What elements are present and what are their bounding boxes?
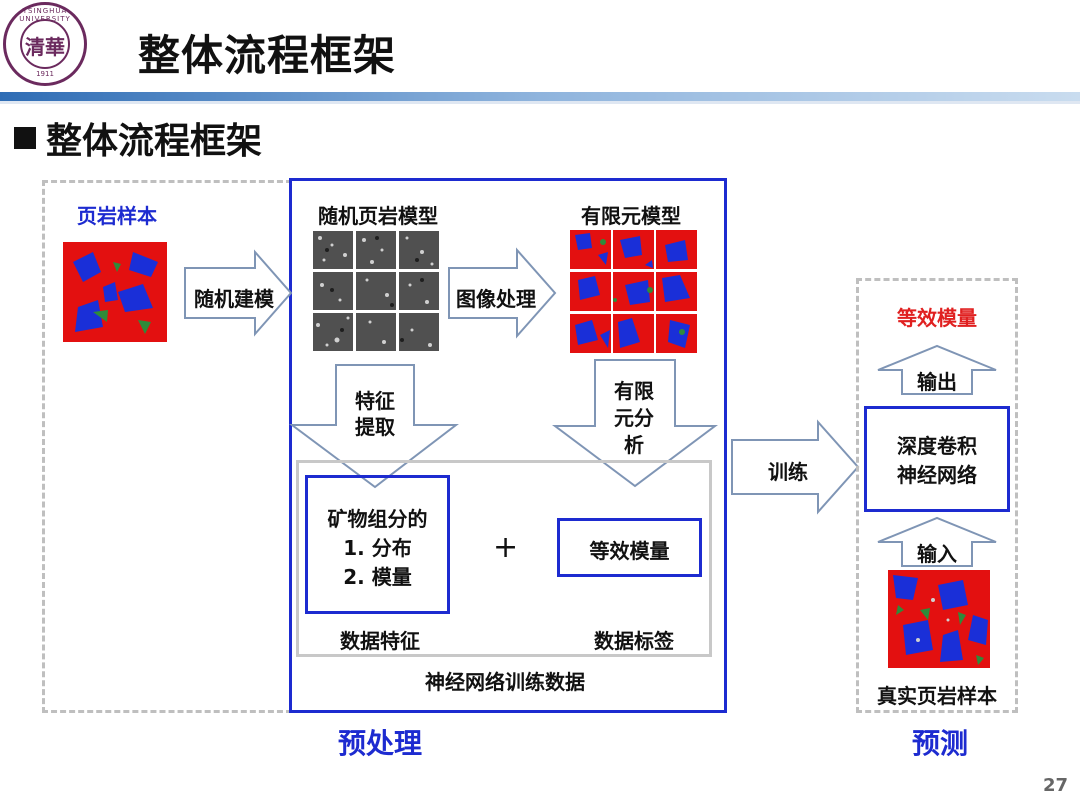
header-divider — [0, 92, 1080, 101]
logo-seal: 清華 — [20, 19, 70, 69]
training-arrow-icon — [731, 419, 860, 515]
feature-extraction-line2: 提取 — [355, 415, 395, 439]
fea-line2: 元分 — [614, 406, 654, 430]
cnn-line1: 深度卷积 — [897, 434, 977, 458]
input-arrow-label: 输入 — [917, 542, 957, 566]
training-caption: 神经网络训练数据 — [425, 670, 585, 694]
section-heading-text: 整体流程框架 — [46, 121, 263, 162]
preprocess-frame — [289, 178, 727, 713]
feature-caption: 数据特征 — [340, 629, 420, 653]
sample-label: 页岩样本 — [77, 204, 157, 228]
fea-line3: 析 — [624, 433, 644, 457]
feature-extraction-line1: 特征 — [355, 389, 395, 413]
feature-box-line2: 1. 分布 — [343, 536, 412, 560]
prediction-panel — [856, 278, 1018, 713]
random-modeling-label: 随机建模 — [194, 287, 274, 311]
random-model-tiles — [312, 230, 440, 352]
bullet-square-icon — [14, 127, 36, 149]
section-heading: 整体流程框架 — [14, 112, 262, 164]
feature-extraction-arrow-icon — [288, 364, 459, 489]
shale-sample-image — [63, 242, 167, 342]
preprocess-caption: 预处理 — [337, 727, 422, 760]
real-sample-label: 真实页岩样本 — [877, 684, 997, 708]
fem-model-grid — [570, 230, 697, 353]
real-shale-sample-image — [888, 570, 990, 668]
real-shale-texture — [893, 575, 988, 665]
feature-extraction-label: 特征 提取 — [334, 388, 416, 440]
shale-sample-texture — [73, 252, 158, 334]
random-model-grid — [312, 230, 440, 352]
label-box — [557, 518, 702, 577]
output-arrow-icon — [877, 344, 997, 395]
page-number: 27 — [1042, 775, 1068, 796]
cnn-box-text: 深度卷积 神经网络 — [864, 432, 1010, 490]
fea-label: 有限 元分 析 — [594, 378, 674, 459]
fem-model-tiles — [570, 230, 697, 353]
random-model-label: 随机页岩模型 — [318, 204, 438, 228]
label-box-text: 等效模量 — [589, 539, 670, 563]
output-arrow-label: 输出 — [917, 370, 957, 394]
fea-line1: 有限 — [614, 379, 654, 403]
random-modeling-arrow-icon — [184, 249, 293, 337]
plus-sign: + — [493, 530, 519, 565]
header-divider-light — [0, 101, 1080, 104]
training-label: 训练 — [768, 460, 808, 484]
label-caption: 数据标签 — [594, 629, 674, 653]
fem-model-label: 有限元模型 — [581, 204, 681, 228]
prediction-caption: 预测 — [911, 727, 968, 760]
fea-arrow-icon — [552, 359, 718, 488]
slide-title: 整体流程框架 — [138, 31, 397, 80]
image-processing-arrow-icon — [448, 247, 557, 339]
university-logo: TSINGHUA UNIVERSITY 清華 1911 — [3, 2, 87, 86]
input-arrow-icon — [877, 516, 997, 567]
feature-box — [305, 475, 450, 614]
cnn-line2: 神经网络 — [897, 463, 977, 487]
logo-year: 1911 — [36, 70, 54, 78]
output-modulus-label: 等效模量 — [897, 306, 977, 330]
cnn-box — [864, 406, 1010, 512]
training-data-frame — [296, 460, 712, 657]
image-processing-label: 图像处理 — [456, 287, 536, 311]
feature-box-line3: 2. 模量 — [343, 565, 412, 589]
feature-box-line1: 矿物组分的 — [327, 507, 428, 531]
feature-box-text: 矿物组分的 1. 分布 2. 模量 — [305, 505, 450, 592]
logo-glyph: 清華 — [25, 35, 65, 59]
